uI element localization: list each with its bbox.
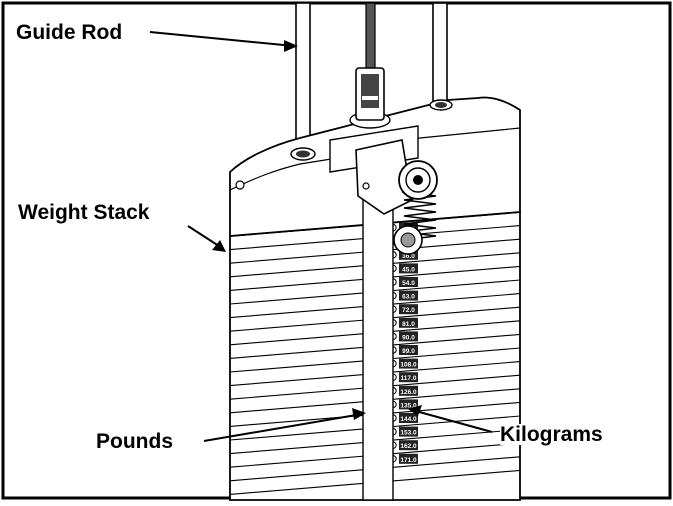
kilogram-label: 108.0 <box>400 362 417 369</box>
kilogram-label: 45.0 <box>402 266 415 273</box>
kilogram-label: 135.0 <box>400 402 417 409</box>
arrow-weight-stack <box>187 225 226 252</box>
kilogram-label-bg <box>399 426 418 437</box>
kilogram-label: 36.0 <box>402 253 415 260</box>
kilogram-label-bg <box>399 304 418 315</box>
kilogram-label-bg <box>399 290 418 301</box>
kilograms-label: Kilograms <box>500 423 603 446</box>
kilogram-label: 90.0 <box>402 334 415 341</box>
kilogram-label-bg <box>399 440 418 451</box>
guide-rod-right <box>432 2 448 104</box>
kilogram-label-bg <box>399 372 418 383</box>
kilogram-label: 72.0 <box>402 307 415 314</box>
kilogram-label: 63.0 <box>402 294 415 301</box>
kilogram-label-bg <box>399 263 418 274</box>
kilogram-label: 162.0 <box>400 443 417 450</box>
kilogram-label: 144.0 <box>400 416 417 423</box>
weight-stack-label: Weight Stack <box>18 201 150 224</box>
guide-rod-left <box>295 2 311 154</box>
selector-stem <box>362 169 394 501</box>
kilogram-label-bg <box>399 453 418 464</box>
kilogram-label: 81.0 <box>402 321 415 328</box>
kilogram-label-bg <box>399 331 418 342</box>
arrow-kilograms <box>408 405 493 433</box>
arrow-pounds <box>203 408 366 442</box>
kilogram-label-bg <box>399 317 418 328</box>
pin-bracket <box>355 139 413 215</box>
kilogram-label-bg <box>399 358 418 369</box>
selector-pin-knob <box>398 160 438 200</box>
cable <box>365 2 376 74</box>
kilogram-label-bg <box>399 345 418 355</box>
kilogram-label: 171.0 <box>400 457 417 464</box>
kilogram-label: 117.0 <box>401 375 417 382</box>
kilogram-label: 54.0 <box>402 280 415 287</box>
arrow-guide-rod <box>149 31 298 52</box>
selector-pin-lower <box>393 225 423 255</box>
kilogram-label: 126.0 <box>400 389 417 396</box>
kilogram-label: 99.0 <box>402 348 415 355</box>
cable-clamp <box>355 67 385 121</box>
kilogram-label: 153.0 <box>400 430 417 437</box>
kilogram-label-bg <box>399 385 418 396</box>
kilogram-label-bg <box>399 399 418 410</box>
kilogram-label-bg <box>399 277 418 287</box>
kilogram-label-bg <box>399 413 418 423</box>
pounds-label: Pounds <box>96 430 173 453</box>
kilogram-label-bg <box>399 249 418 260</box>
guide-rod-label: Guide Rod <box>16 21 123 44</box>
